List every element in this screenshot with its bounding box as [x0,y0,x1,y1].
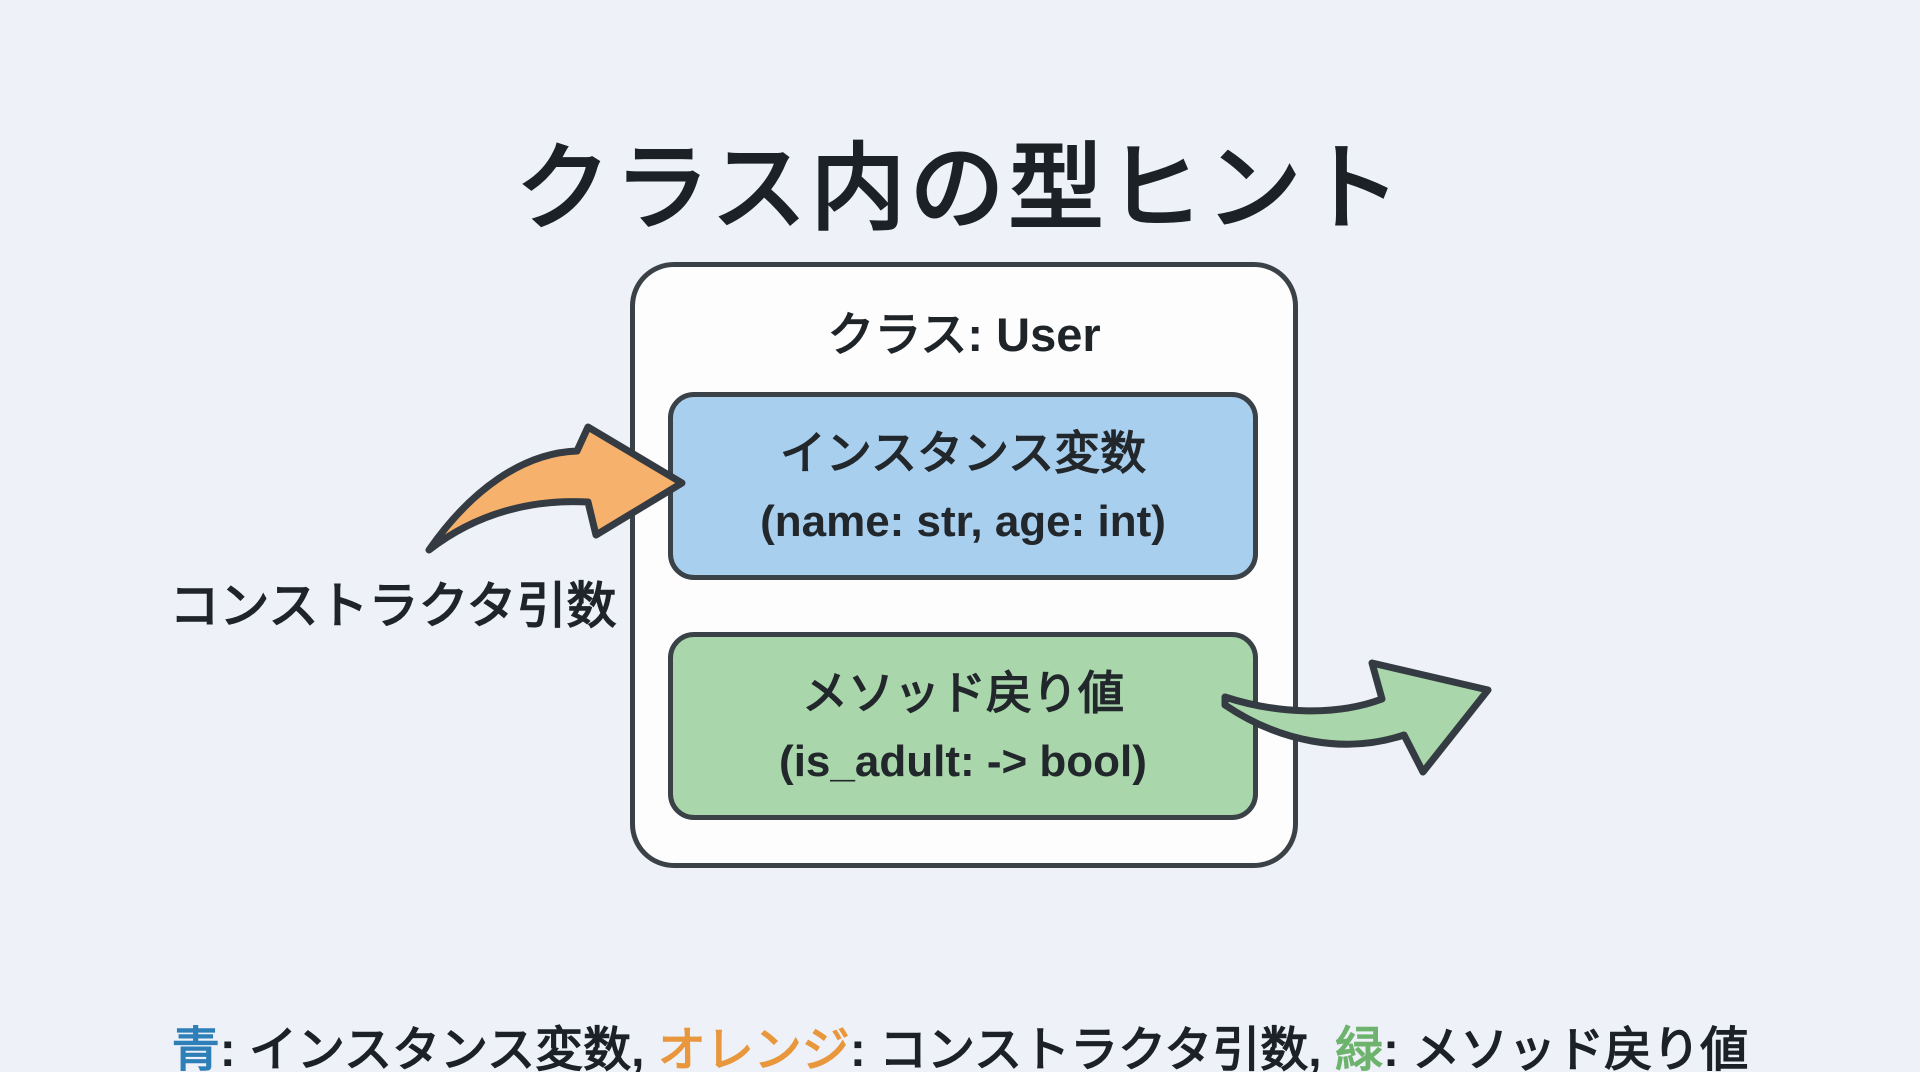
legend-blue-desc: : インスタンス変数, [219,1024,658,1072]
return-arrow-icon [1221,659,1492,776]
constructor-arrow-icon [425,423,686,554]
instance-variables-box: インスタンス変数 (name: str, age: int) [668,392,1258,580]
return-arrow-shape [1221,659,1492,776]
legend-orange-term: オレンジ [657,1024,850,1072]
method-return-box: メソッド戻り値 (is_adult: -> bool) [668,632,1258,820]
legend-green-desc: : メソッド戻り値 [1382,1024,1749,1072]
instance-variables-title: インスタンス変数 [779,427,1147,479]
method-return-signature: (is_adult: -> bool) [779,737,1147,786]
instance-variables-signature: (name: str, age: int) [760,497,1166,546]
legend-green-term: 緑 [1334,1024,1383,1072]
constructor-arguments-label: コンストラクタ引数 [169,578,617,634]
legend-blue-term: 青 [171,1024,220,1072]
color-legend: 青: インスタンス変数, オレンジ: コンストラクタ引数, 緑: メソッド戻り値 [0,1010,1920,1072]
constructor-arrow-shape [425,423,686,554]
method-return-title: メソッド戻り値 [802,667,1124,719]
legend-orange-desc: : コンストラクタ引数, [849,1024,1335,1072]
class-box-header: クラス: User [827,308,1101,361]
page-title: クラス内の型ヒント [515,135,1405,242]
